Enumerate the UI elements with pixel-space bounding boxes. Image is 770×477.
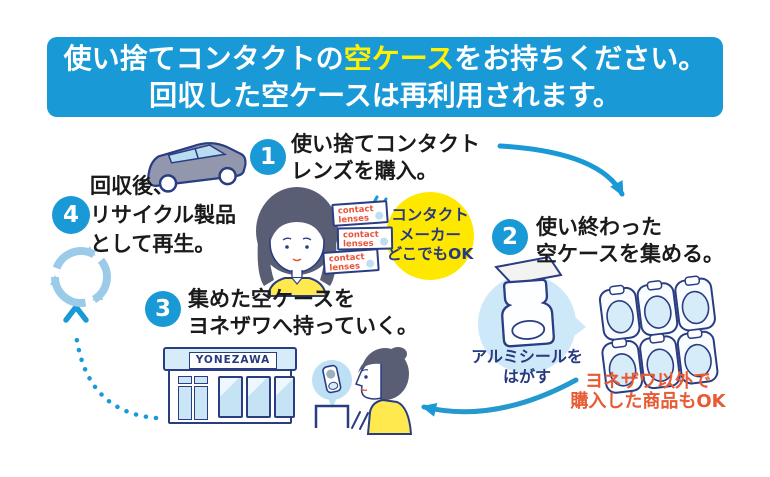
step1-text: 使い捨てコンタクト レンズを購入。	[291, 132, 480, 183]
step2-text: 使い終わった 空ケースを集める。	[536, 215, 724, 266]
step2-number-badge: 2	[492, 219, 528, 255]
store-sign-plate: YONEZAWA	[189, 352, 277, 369]
empty-cases-illustration	[598, 275, 719, 394]
store-illustration: YONEZAWA	[163, 347, 297, 424]
peel-seal-label: アルミシールを はがす	[471, 347, 583, 386]
step1-number-badge: 1	[250, 139, 286, 175]
peel-seal-illustration	[478, 255, 586, 373]
store-door-icon	[178, 376, 210, 420]
store-window-icon	[218, 376, 243, 418]
woman-profile-illustration	[351, 347, 413, 435]
other-stores-ok-label: ヨネザワ以外で 購入した商品もOK	[570, 371, 726, 412]
banner-highlight: 空ケース	[343, 42, 455, 75]
banner-line2: 回収した空ケースは再利用されます。	[149, 79, 621, 112]
step4-number-badge: 4	[52, 196, 90, 234]
store-window-icon	[274, 376, 295, 418]
store-window-icon	[246, 376, 271, 418]
case-speech-bubble	[312, 360, 352, 408]
car-icon	[147, 142, 247, 193]
store-front	[168, 365, 295, 424]
banner-line1: 使い捨てコンタクトの空ケースをお持ちください。	[63, 42, 707, 75]
header-banner: 使い捨てコンタクトの空ケースをお持ちください。 回収した空ケースは再利用されます…	[47, 37, 723, 117]
arrow-step2-to-step3-icon	[421, 377, 579, 417]
step3-text: 集めた空ケースを ヨネザワへ持っていく。	[188, 287, 418, 338]
any-maker-ok-badge: コンタクト メーカー どこでもOK	[386, 192, 474, 280]
dotted-arrow-step3-to-step4-icon	[63, 304, 159, 421]
store-sign-band: YONEZAWA	[163, 347, 297, 371]
counter-icon	[314, 404, 350, 428]
step3-number-badge: 3	[145, 291, 181, 327]
step4-text: 回収後、 リサイクル製品 として再生。	[90, 174, 236, 256]
woman-front-illustration	[256, 187, 338, 297]
recycle-icon	[50, 246, 111, 307]
arrow-step1-to-step2-icon	[497, 143, 625, 197]
